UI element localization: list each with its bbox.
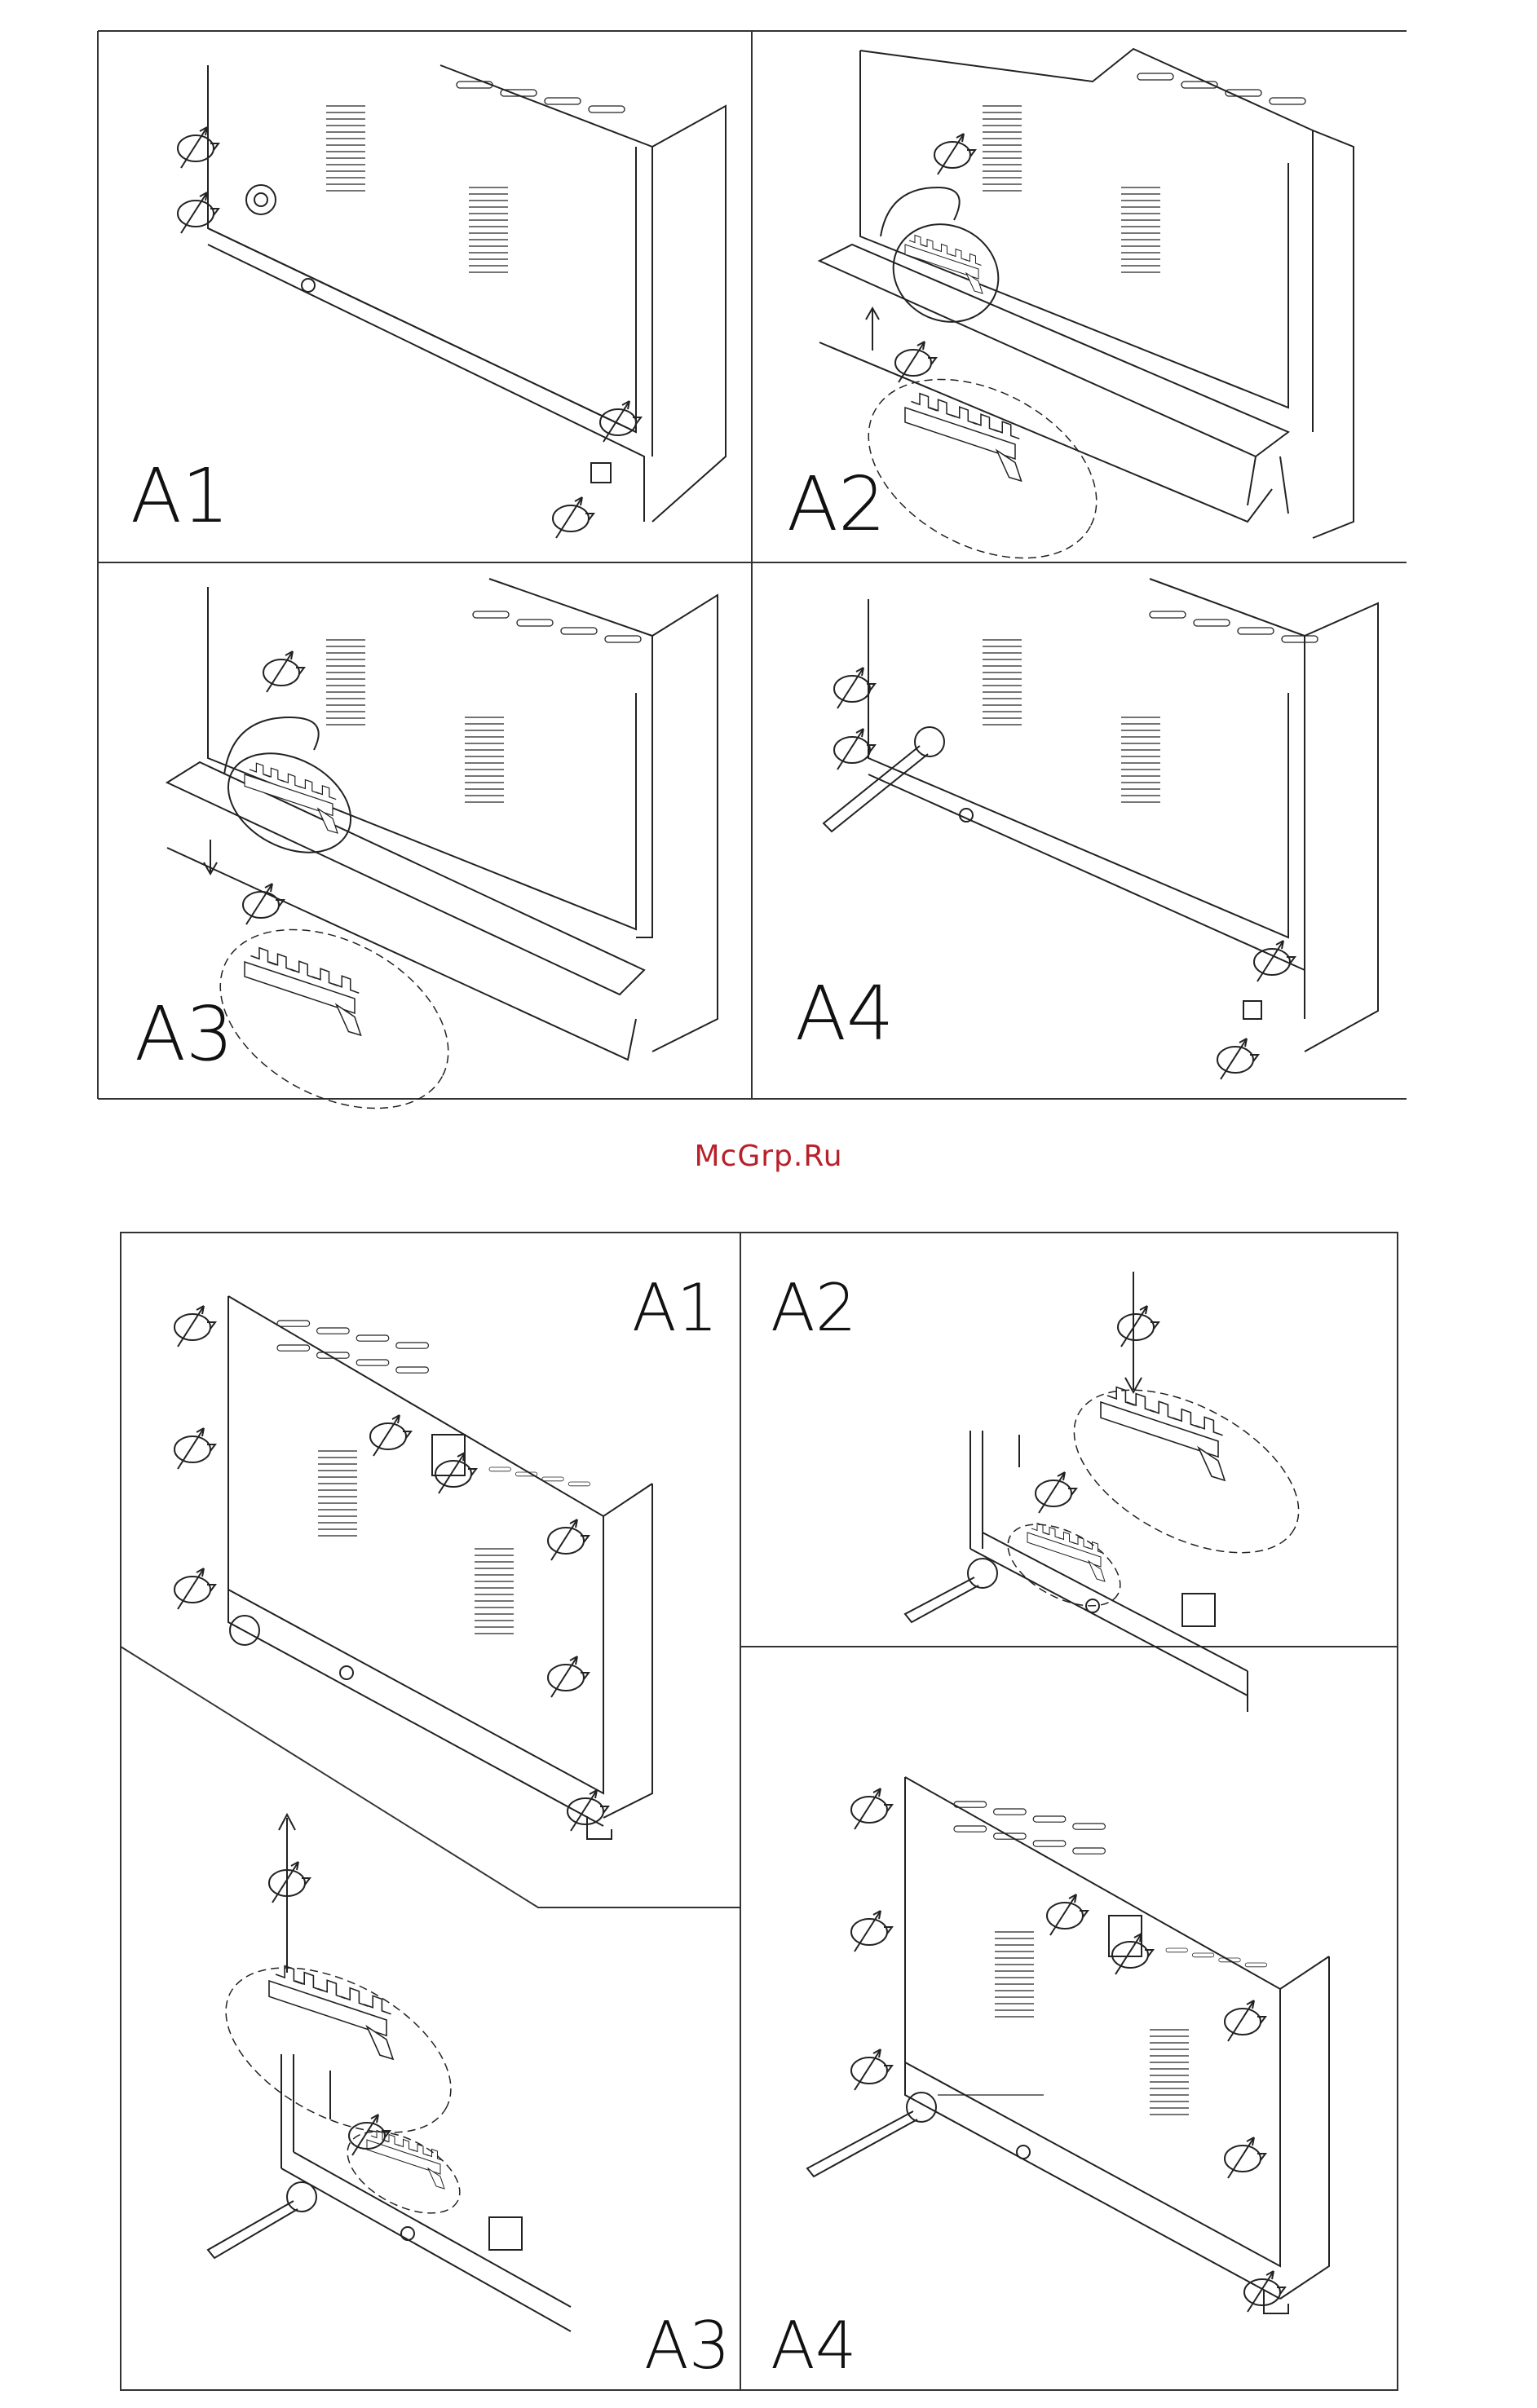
rotate-arrow-icon: [553, 497, 594, 538]
panel-label-a3: A3: [135, 990, 233, 1078]
rotate-arrow-icon: [851, 2049, 892, 2090]
top-figure: A1 A2: [98, 31, 1407, 1144]
rotate-arrow-icon: [178, 192, 219, 233]
rotate-arrow-icon: [243, 884, 284, 924]
panel-label-a3: A3: [644, 2308, 731, 2384]
rotate-arrow-icon: [1036, 1472, 1076, 1513]
rotate-arrow-icon: [1225, 2137, 1265, 2178]
rotate-arrow-icon: [548, 1656, 589, 1697]
rotate-arrow-icon: [174, 1306, 215, 1347]
arrow-up-icon: [866, 308, 879, 351]
bottom-panel-a1: A1: [174, 1270, 718, 1839]
top-panel-a4: A4: [795, 579, 1378, 1079]
rotate-arrow-icon: [263, 651, 304, 692]
rotate-arrow-icon: [435, 1453, 476, 1493]
top-panel-a2: A2: [787, 49, 1354, 594]
bottom-figure: A1 A2: [121, 1233, 1398, 2390]
bottom-panel-a3: A3: [199, 1815, 731, 2384]
rotate-arrow-icon: [370, 1415, 411, 1456]
rotate-arrow-icon: [174, 1568, 215, 1609]
rotate-arrow-icon: [269, 1862, 310, 1903]
rotate-arrow-icon: [178, 127, 219, 168]
bottom-panel-a2: A2: [771, 1270, 1325, 1712]
rotate-arrow-icon: [1217, 1039, 1258, 1079]
panel-label-a2: A2: [771, 1270, 857, 1346]
rotate-arrow-icon: [1118, 1306, 1159, 1347]
panel-label-a2: A2: [787, 461, 886, 548]
rotate-arrow-icon: [851, 1788, 892, 1829]
watermark-text: McGrp.Ru: [0, 1140, 1537, 1173]
rotate-arrow-icon: [851, 1911, 892, 1952]
rotate-arrow-icon: [174, 1428, 215, 1469]
rotate-arrow-icon: [548, 1519, 589, 1560]
rotate-arrow-icon: [600, 401, 641, 442]
panel-label-a1: A1: [130, 452, 229, 540]
rotate-arrow-icon: [934, 134, 975, 174]
arrow-down-icon: [204, 840, 217, 874]
rotate-arrow-icon: [1112, 1934, 1153, 1974]
panel-label-a1: A1: [632, 1270, 718, 1346]
panel-label-a4: A4: [795, 970, 894, 1057]
top-panel-a3: A3: [135, 579, 718, 1144]
bottom-panel-a4: A4: [771, 1777, 1329, 2384]
arrow-up-icon: [279, 1815, 295, 1973]
rotate-arrow-icon: [1047, 1894, 1088, 1935]
top-panel-a1: A1: [130, 65, 726, 540]
rotate-arrow-icon: [1254, 941, 1295, 981]
rotate-arrow-icon: [1225, 2000, 1265, 2041]
panel-label-a4: A4: [771, 2308, 857, 2384]
arrow-down-icon: [1125, 1272, 1142, 1392]
